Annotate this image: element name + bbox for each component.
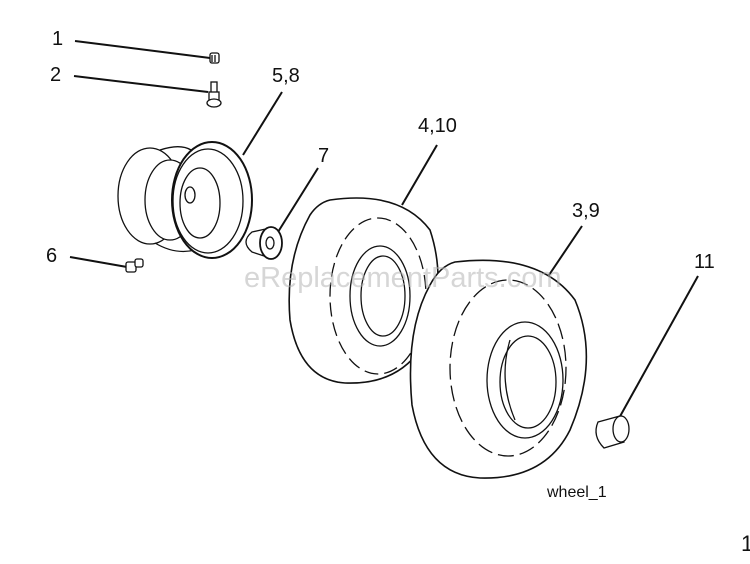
callout-7[interactable]: 7 [318, 145, 330, 167]
grease-fitting-part[interactable] [125, 258, 144, 273]
callout-6[interactable]: 6 [46, 245, 58, 267]
leader-11 [617, 275, 699, 421]
bushing-part[interactable] [245, 226, 283, 260]
callout-5-8[interactable]: 5,8 [272, 65, 300, 87]
callout-1[interactable]: 1 [52, 28, 64, 50]
figure-caption: wheel_1 [547, 484, 607, 501]
callout-11[interactable]: 11 [694, 251, 715, 273]
valve-stem-part[interactable] [206, 81, 222, 108]
rim-part[interactable] [117, 141, 253, 259]
leader-3-9 [546, 225, 583, 279]
hub-cap-part[interactable] [595, 415, 630, 449]
leader-2 [73, 75, 209, 93]
leader-5-8 [242, 91, 283, 156]
valve-cap-part[interactable] [209, 52, 220, 64]
callout-4-10[interactable]: 4,10 [418, 115, 457, 137]
leader-lines [69, 40, 699, 421]
leader-7 [277, 167, 319, 233]
rear-tire-part[interactable] [409, 259, 588, 479]
leader-6 [69, 256, 128, 268]
callout-3-9[interactable]: 3,9 [572, 200, 600, 222]
watermark: eReplacementParts.com [244, 262, 562, 294]
leader-4-10 [401, 144, 438, 206]
leader-1 [74, 40, 211, 59]
page-number: 1 [741, 531, 750, 556]
callout-2[interactable]: 2 [50, 64, 62, 86]
